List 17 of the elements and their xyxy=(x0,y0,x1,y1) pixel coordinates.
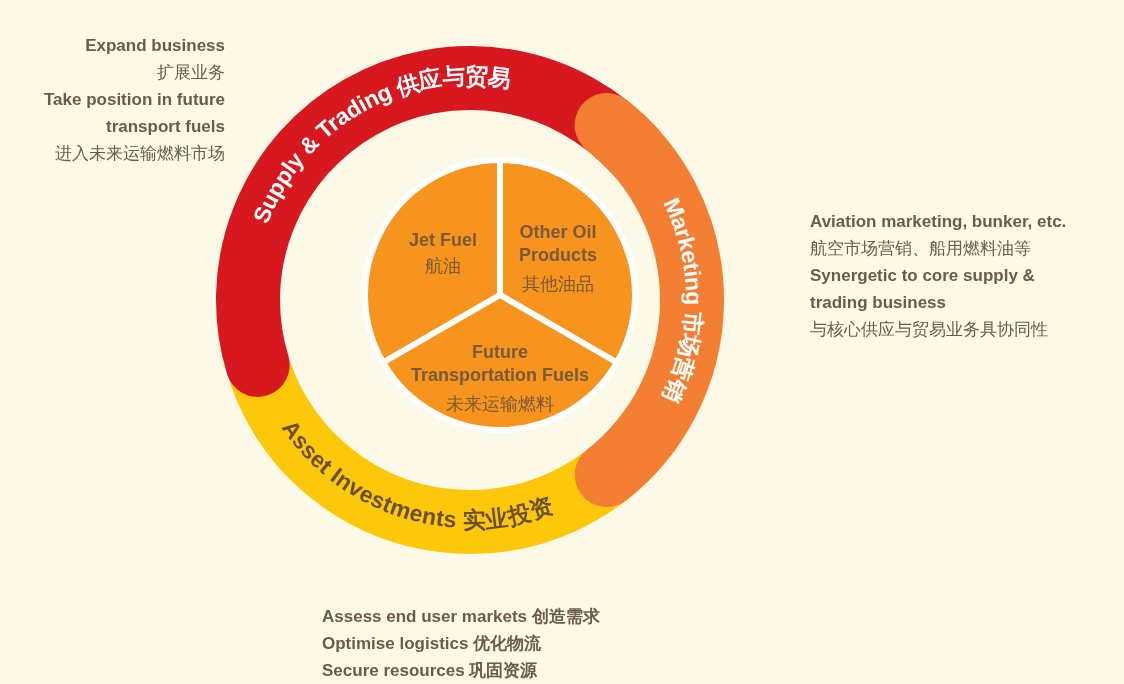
slice-title: Other Oil Products xyxy=(518,221,598,267)
note-text: 进入未来运输燃料市场 xyxy=(55,143,225,165)
slice-subtitle: 未来运输燃料 xyxy=(445,392,555,416)
slice-subtitle: 航油 xyxy=(424,254,462,278)
note-text: Secure resources 巩固资源 xyxy=(322,660,538,682)
note-text: 航空市场营销、船用燃料油等 xyxy=(810,238,1031,260)
note-text: Synergetic to core supply & trading business xyxy=(810,265,1036,314)
slice-subtitle: 其他油品 xyxy=(521,272,595,296)
slice-title: Future Transportation Fuels xyxy=(410,341,590,387)
note-text: Aviation marketing, bunker, etc. xyxy=(810,211,1067,233)
note-text: Assess end user markets 创造需求 xyxy=(322,606,600,628)
note-text: Expand business xyxy=(85,35,225,57)
note-text: Optimise logistics 优化物流 xyxy=(322,633,542,655)
note-text: Take position in future transport fuels xyxy=(42,89,225,138)
note-text: 扩展业务 xyxy=(157,62,225,84)
note-text: 与核心供应与贸易业务具协同性 xyxy=(810,319,1048,341)
slice-title: Jet Fuel xyxy=(408,228,478,252)
